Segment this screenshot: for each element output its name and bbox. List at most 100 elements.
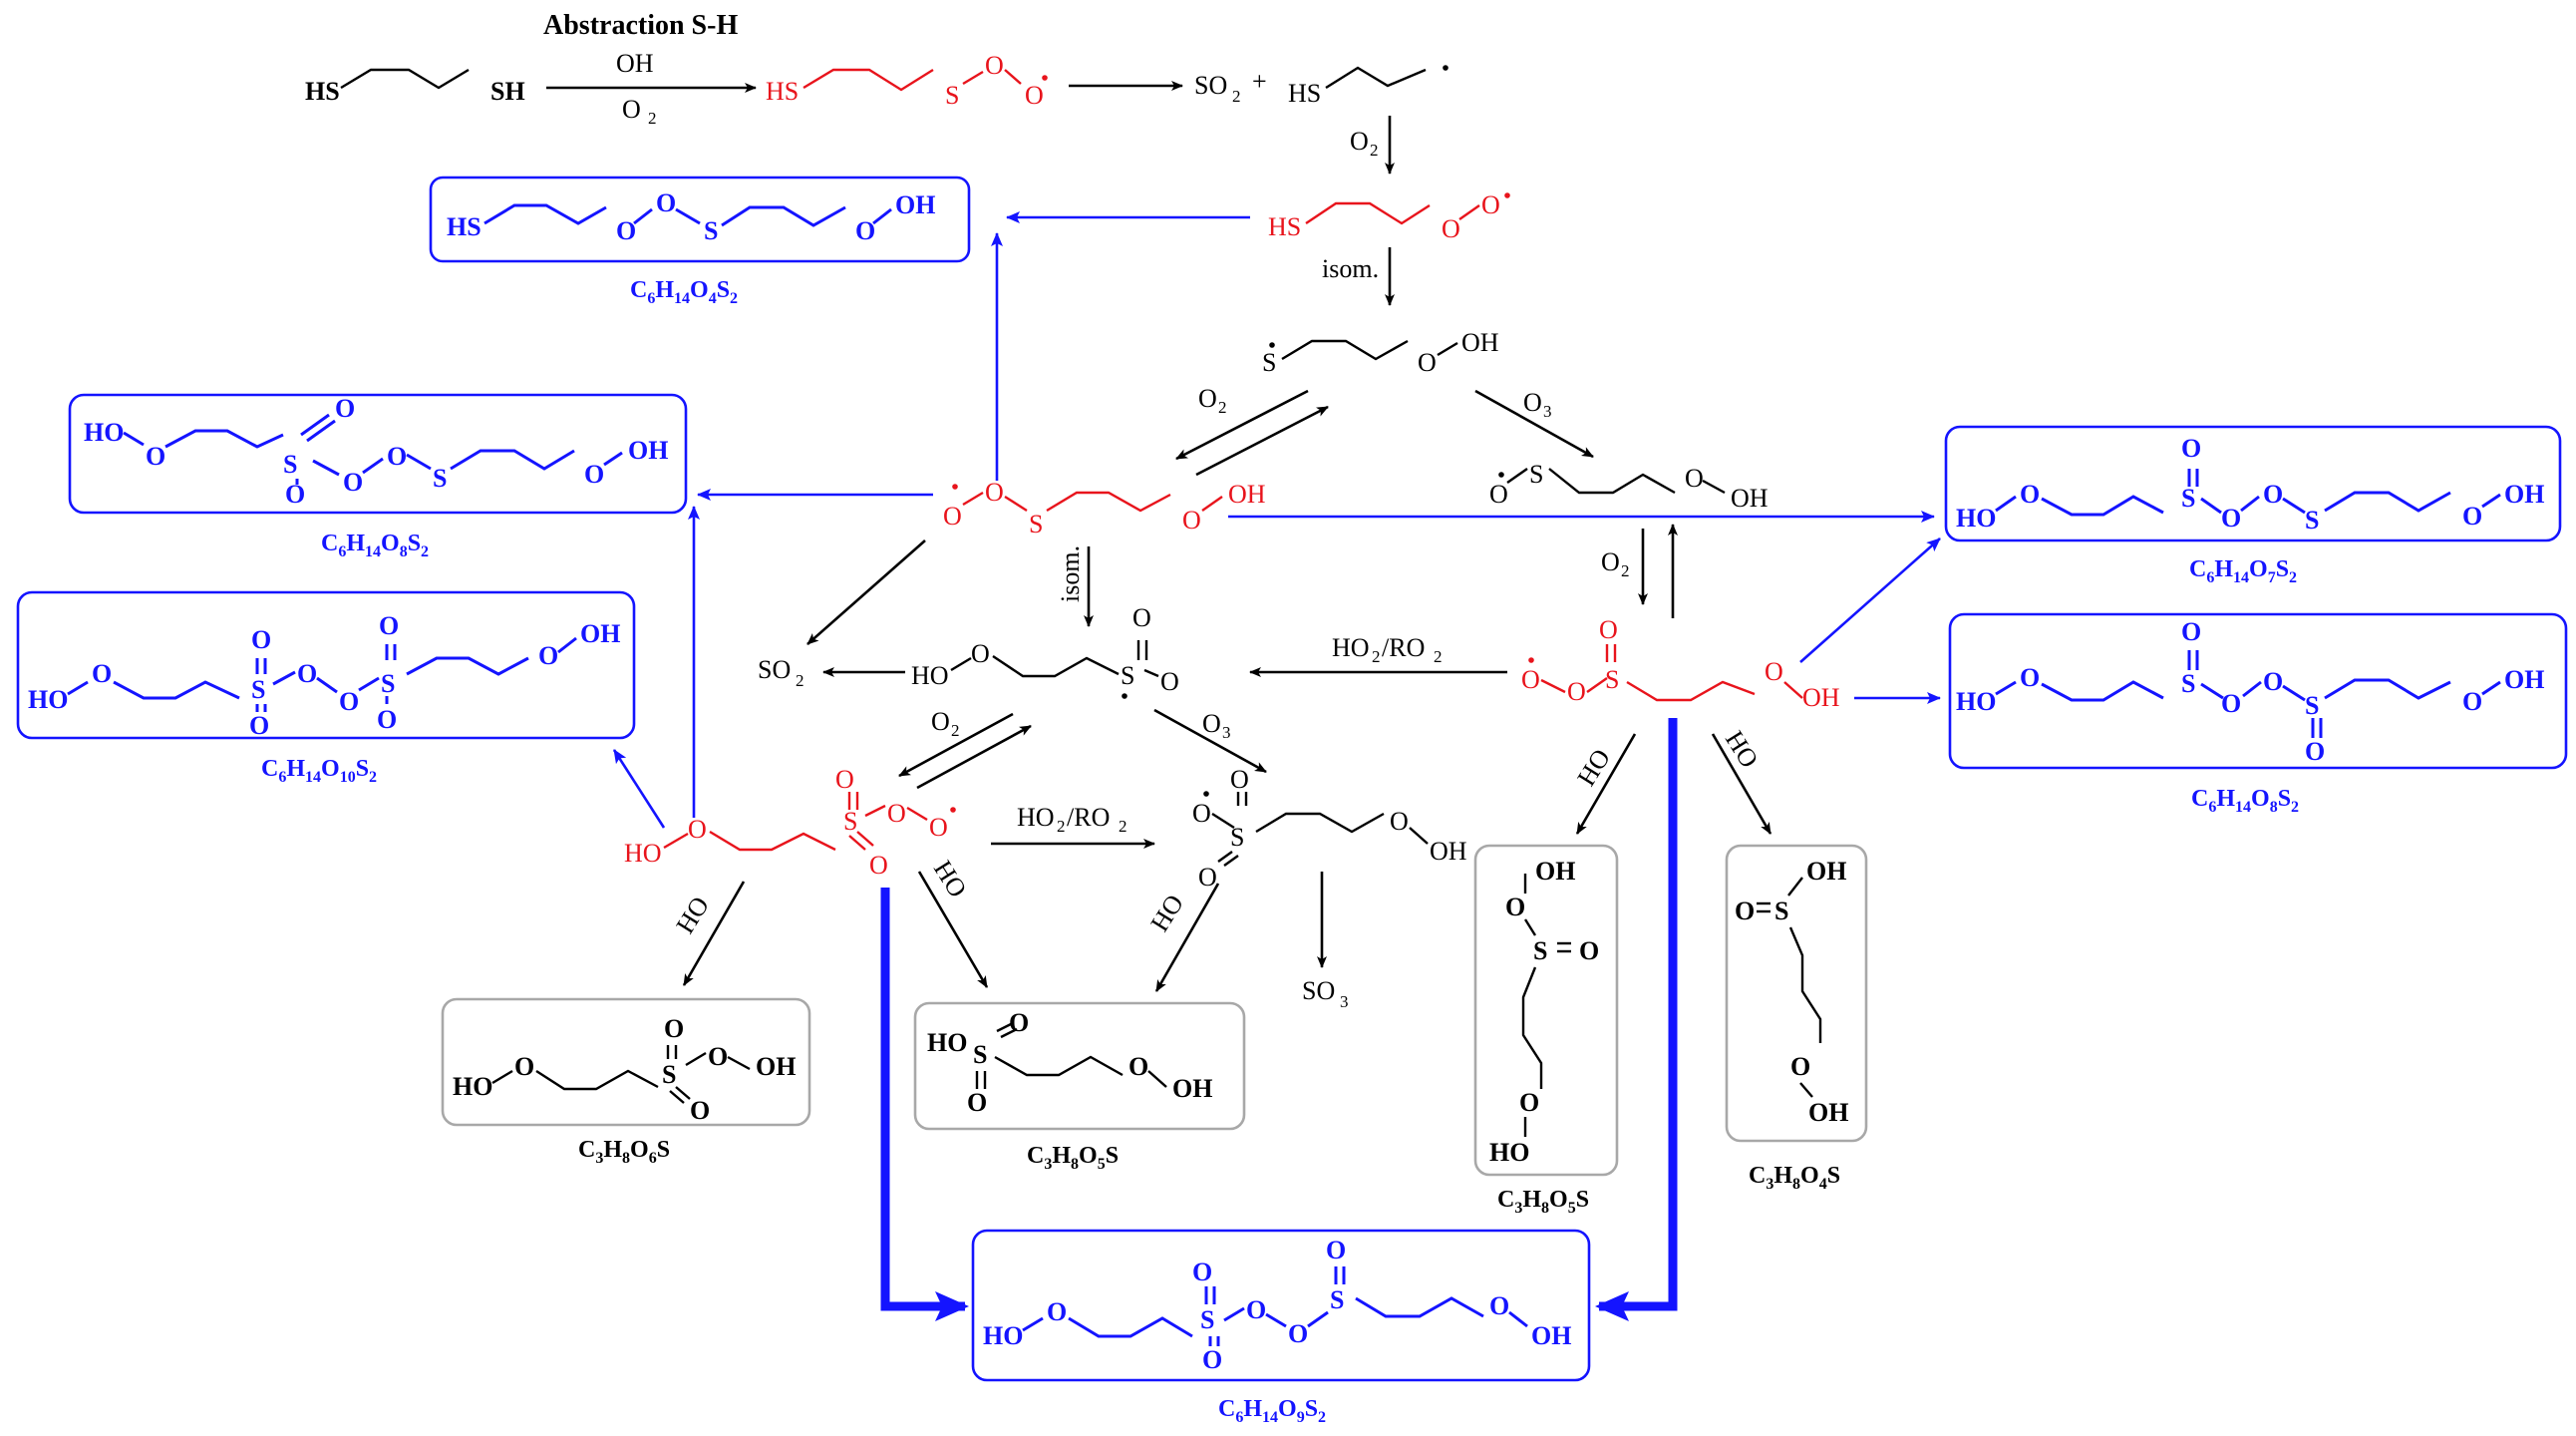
svg-text:O: O: [967, 1088, 987, 1117]
svg-text:S: S: [1529, 460, 1543, 489]
svg-text:O: O: [1198, 384, 1217, 413]
svg-text:S: S: [251, 675, 265, 704]
molecule-propanedithiol: HS SH: [305, 68, 525, 106]
svg-text:S: S: [283, 450, 297, 479]
svg-text:O: O: [985, 478, 1004, 507]
svg-text:SO: SO: [1302, 976, 1335, 1005]
svg-text:HS: HS: [447, 212, 482, 241]
svg-text:HS: HS: [1268, 212, 1301, 241]
svg-text:HS: HS: [1288, 79, 1321, 108]
svg-text:O: O: [1198, 863, 1217, 892]
product-box-g4: OH O S O OH: [1725, 844, 1868, 1143]
svg-text:S: S: [945, 81, 959, 110]
arrow-to-so3: SO 3: [1302, 872, 1349, 1011]
arrow-ho2-ro2-to-g2: HO: [917, 856, 989, 988]
svg-text:2: 2: [1370, 141, 1379, 160]
formula-g3: C3H8O5S: [1497, 1187, 1589, 1217]
svg-text:O: O: [1442, 214, 1460, 243]
molecule-mercaptopropylperoxy: HS O O: [1268, 190, 1510, 243]
svg-text:O: O: [1230, 765, 1249, 794]
svg-text:OH: OH: [2504, 665, 2544, 694]
formula-p4: C6H14O7S2: [2189, 556, 2297, 586]
svg-text:O: O: [1202, 1345, 1222, 1374]
svg-text:O: O: [1390, 807, 1409, 836]
svg-text:HO: HO: [1720, 726, 1764, 773]
arrow-ho2-ro2-to-g4: HO: [1711, 726, 1772, 835]
svg-text:2: 2: [1434, 647, 1443, 666]
svg-text:O: O: [1182, 506, 1201, 535]
svg-text:O: O: [1685, 464, 1704, 493]
svg-text:O: O: [1790, 1052, 1810, 1081]
svg-text:O: O: [379, 611, 399, 640]
so2-plus-radical: SO 2 + HS: [1194, 65, 1449, 108]
svg-text:2: 2: [1218, 398, 1227, 417]
arrow-o3-mid: O 3: [1153, 708, 1267, 774]
svg-text:S: S: [1029, 510, 1043, 538]
diagram-title: Abstraction S-H: [543, 10, 738, 41]
svg-text:O: O: [297, 659, 317, 688]
svg-text:O: O: [708, 1042, 728, 1071]
svg-text:SH: SH: [490, 77, 525, 106]
svg-text:2: 2: [1372, 647, 1381, 666]
product-box-p6: HO O S O O O O S O O OH: [971, 1229, 1591, 1382]
svg-text:OH: OH: [1806, 857, 1846, 886]
svg-text:HO: HO: [1956, 687, 1996, 716]
svg-text:S: S: [381, 669, 395, 698]
arrow-to-so2-left: [806, 539, 926, 645]
molecule-oxysulfanyl-hydroperoxide: O S O OH: [1489, 460, 1769, 513]
svg-text:HS: HS: [766, 77, 799, 106]
svg-text:OH: OH: [1802, 683, 1840, 712]
svg-text:O: O: [869, 851, 888, 880]
arrow-isom-2: isom.: [1056, 545, 1094, 627]
svg-text:O: O: [377, 705, 397, 734]
svg-text:OH: OH: [1731, 484, 1769, 513]
svg-text:S: S: [2181, 484, 2195, 513]
arrow-isom-1: isom.: [1322, 247, 1395, 306]
arrow-oh-o2: OH O 2: [546, 49, 757, 128]
svg-text:OH: OH: [1430, 837, 1467, 866]
equilibrium-arrows-o2-mid: O 2: [898, 707, 1032, 790]
svg-text:O: O: [1521, 665, 1540, 694]
molecule-sulfonylperoxy-radical-left: HO O S O O O O: [624, 765, 956, 880]
arrow-ho2-to-g3: HO: [1571, 733, 1637, 835]
svg-text:O: O: [931, 707, 950, 736]
svg-text:S: S: [1230, 823, 1244, 852]
formula-g1: C3H8O6S: [578, 1137, 670, 1167]
svg-text:O: O: [1009, 1008, 1029, 1037]
svg-text:2: 2: [1119, 817, 1127, 836]
svg-text:S: S: [1774, 897, 1788, 925]
svg-text:O: O: [1418, 348, 1437, 377]
svg-text:OH: OH: [756, 1052, 796, 1081]
svg-text:O: O: [616, 216, 636, 245]
svg-text:O: O: [1246, 1295, 1266, 1324]
svg-text:S: S: [662, 1060, 676, 1089]
svg-text:2: 2: [648, 109, 657, 128]
svg-text:HO: HO: [453, 1072, 492, 1101]
svg-text:O: O: [1735, 897, 1755, 925]
formula-g2: C3H8O5S: [1027, 1143, 1119, 1173]
svg-text:O: O: [343, 468, 363, 497]
arrow-ho2-ro2-left: HO 2 /RO 2: [1249, 633, 1507, 677]
svg-text:O: O: [514, 1052, 534, 1081]
svg-text:S: S: [1605, 665, 1619, 694]
molecule-sulfonyl-radical: O S O O O OH: [1192, 765, 1467, 892]
svg-text:2: 2: [1621, 561, 1630, 580]
arrow-ho2-to-g1: HO: [670, 881, 746, 986]
svg-text:S: S: [1262, 348, 1276, 377]
svg-text:O: O: [251, 625, 271, 654]
svg-text:O: O: [1489, 480, 1508, 509]
svg-text:O: O: [1202, 709, 1221, 738]
svg-text:HO: HO: [624, 839, 662, 868]
svg-text:SO: SO: [758, 655, 791, 684]
formula-p5: C6H14O8S2: [2191, 786, 2299, 816]
svg-text:O: O: [1567, 677, 1586, 706]
svg-text:O: O: [285, 480, 305, 509]
svg-text:OH: OH: [2504, 480, 2544, 509]
svg-text:HO: HO: [1144, 890, 1188, 936]
svg-text:O: O: [1192, 1257, 1212, 1286]
formula-p1: C6H14O4S2: [630, 277, 738, 307]
svg-text:isom.: isom.: [1056, 545, 1085, 602]
svg-text:S: S: [1200, 1305, 1214, 1334]
svg-text:O: O: [2305, 737, 2325, 766]
svg-text:O: O: [1481, 190, 1500, 219]
